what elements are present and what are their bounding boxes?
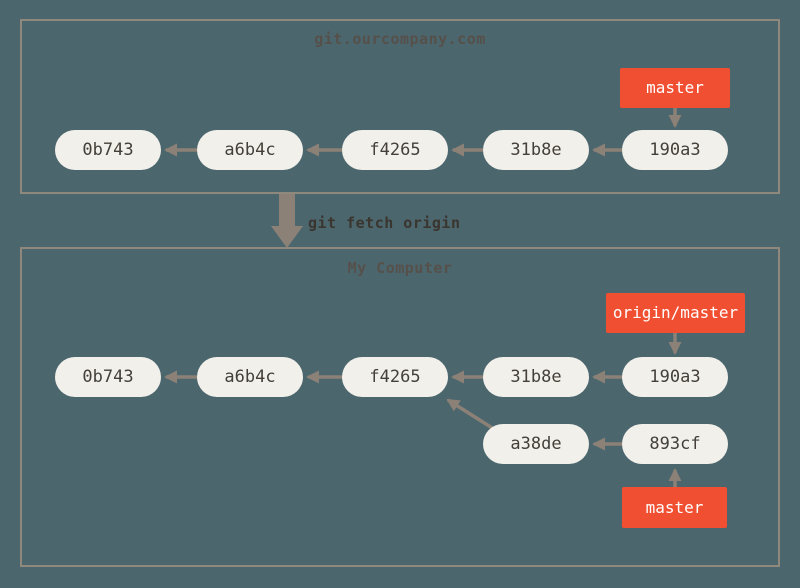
local-commit-a38de: a38de bbox=[483, 424, 589, 464]
local-commit-a6b4c: a6b4c bbox=[197, 357, 303, 397]
git-fetch-origin-label: git fetch origin bbox=[308, 214, 461, 232]
remote-commit-a6b4c: a6b4c bbox=[197, 130, 303, 170]
remote-commit-31b8e: 31b8e bbox=[483, 130, 589, 170]
remote-server-title: git.ourcompany.com bbox=[314, 30, 486, 48]
remote-commit-0b743: 0b743 bbox=[55, 130, 161, 170]
local-branch-master: master bbox=[622, 487, 727, 528]
my-computer-title: My Computer bbox=[347, 259, 453, 277]
remote-server-box: git.ourcompany.com bbox=[20, 19, 780, 194]
remote-branch-master: master bbox=[620, 68, 730, 108]
local-commit-0b743: 0b743 bbox=[55, 357, 161, 397]
local-commit-f4265: f4265 bbox=[342, 357, 448, 397]
remote-commit-190a3: 190a3 bbox=[622, 130, 728, 170]
fetch-direction-arrow bbox=[271, 194, 303, 248]
remote-commit-f4265: f4265 bbox=[342, 130, 448, 170]
local-commit-31b8e: 31b8e bbox=[483, 357, 589, 397]
local-commit-893cf: 893cf bbox=[622, 424, 728, 464]
local-commit-190a3: 190a3 bbox=[622, 357, 728, 397]
local-branch-origin-master: origin/master bbox=[606, 293, 745, 333]
my-computer-box: My Computer bbox=[20, 247, 780, 567]
